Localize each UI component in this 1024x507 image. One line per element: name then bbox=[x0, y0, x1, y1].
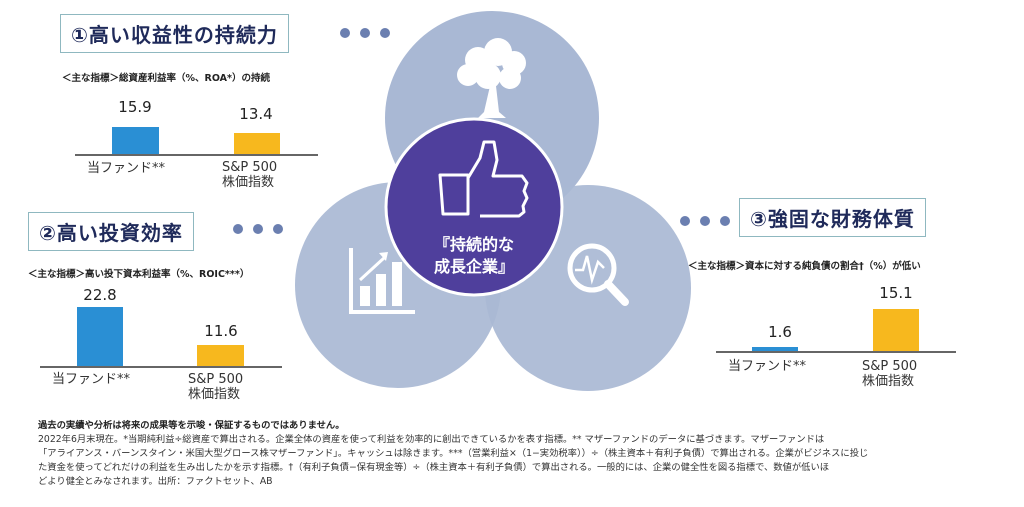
footnote-line2: 「アライアンス・バーンスタイン・米国大型グロース株マザーファンド」。キャッシュは… bbox=[38, 448, 869, 459]
section2-axis bbox=[40, 366, 282, 368]
tree-icon bbox=[457, 38, 526, 118]
center-text-line2: 成長企業』 bbox=[434, 257, 514, 276]
footnote-line1: 2022年6月末現在。*当期純利益÷総資産で算出される。企業全体の資産を使って利… bbox=[38, 434, 825, 445]
section2-fund-bar bbox=[77, 307, 123, 367]
section1-index-label-1: S&P 500 bbox=[222, 160, 278, 175]
section3-fund-label: 当ファンド** bbox=[728, 359, 807, 374]
section1-axis bbox=[75, 154, 318, 156]
section2-index-bar bbox=[197, 345, 244, 367]
section1-dots bbox=[340, 28, 390, 38]
section3-axis bbox=[716, 351, 956, 353]
section2-index-label-2: 株価指数 bbox=[188, 387, 241, 402]
section3-index-value: 15.1 bbox=[879, 284, 913, 302]
magnifier-icon bbox=[567, 243, 629, 306]
section3-index-bar bbox=[873, 309, 919, 351]
section1-fund-bar bbox=[112, 127, 159, 154]
section2-fund-value: 22.8 bbox=[83, 286, 117, 304]
section1-fund-label: 当ファンド** bbox=[87, 161, 166, 176]
section2-subtitle: ＜主な指標＞高い投下資本利益率（%、ROIC***） bbox=[28, 269, 250, 280]
section1-fund-value: 15.9 bbox=[118, 98, 152, 116]
section3-fund-value: 1.6 bbox=[768, 323, 792, 341]
disclaimer: 過去の実績や分析は将来の成果等を示唆・保証するものではありません。 bbox=[38, 420, 345, 431]
thumbs-up-icon bbox=[438, 140, 529, 218]
section3-dots bbox=[680, 216, 730, 226]
section2-fund-label: 当ファンド** bbox=[52, 372, 131, 387]
section1-subtitle: ＜主な指標＞総資産利益率（%、ROA*）の持続 bbox=[62, 73, 270, 84]
section2-title: ②高い投資効率 bbox=[28, 212, 194, 251]
section3-fund-bar bbox=[752, 347, 798, 351]
center-text-line1: 『持続的な bbox=[434, 235, 514, 254]
section2-index-value: 11.6 bbox=[204, 322, 238, 340]
venn-diagram: 『持続的な 成長企業』 bbox=[295, 11, 691, 391]
footnote-line4: どより健全とみなされます。出所：ファクトセット、AB bbox=[38, 476, 273, 487]
growth-chart-icon bbox=[349, 248, 415, 314]
section2-dots bbox=[233, 224, 283, 234]
center-circle bbox=[384, 117, 564, 297]
section1-index-value: 13.4 bbox=[239, 105, 273, 123]
footnote-line3: た資金を使ってどれだけの利益を生み出したかを示す指標。†（有利子負債−保有現金等… bbox=[38, 462, 830, 473]
section3-index-label-2: 株価指数 bbox=[862, 374, 915, 389]
section1-title: ①高い収益性の持続力 bbox=[60, 14, 289, 53]
section1-index-bar bbox=[234, 133, 280, 154]
section2-index-label-1: S&P 500 bbox=[188, 372, 244, 387]
section3-index-label-1: S&P 500 bbox=[862, 359, 918, 374]
section3-title: ③強固な財務体質 bbox=[739, 198, 926, 237]
section1-index-label-2: 株価指数 bbox=[222, 175, 275, 190]
section3-subtitle: ＜主な指標＞資本に対する純負債の割合†（%）が低い bbox=[688, 261, 921, 272]
